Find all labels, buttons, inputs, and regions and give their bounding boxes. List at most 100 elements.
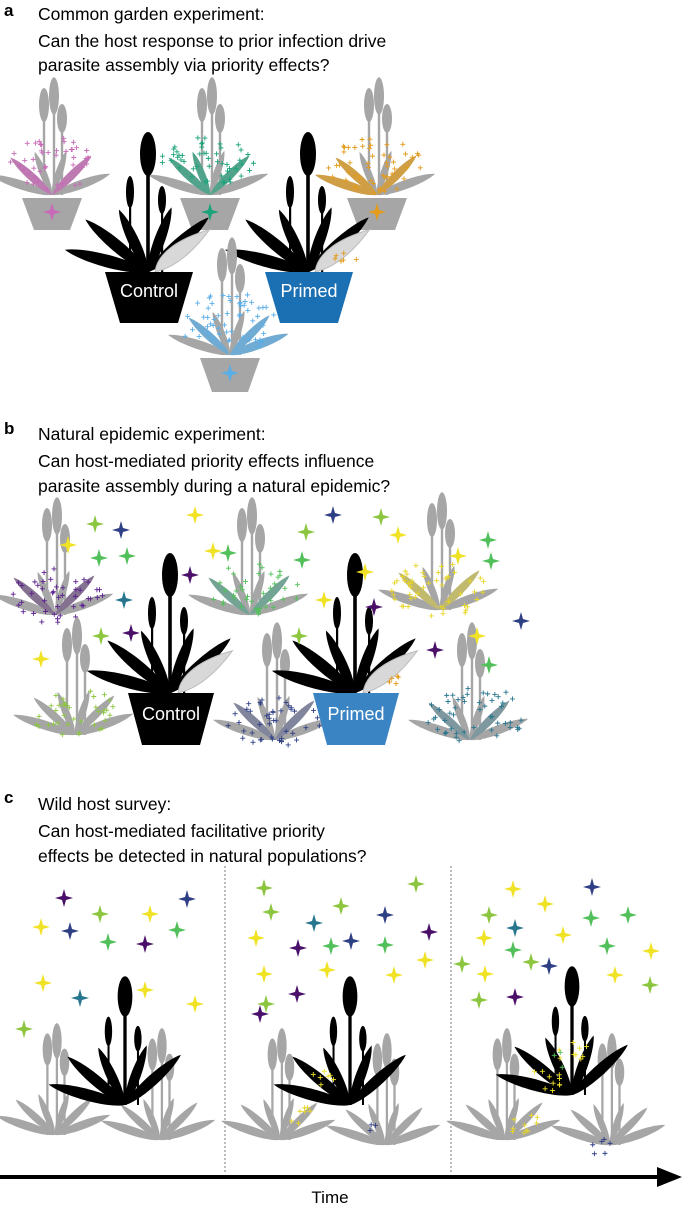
parasite-mark xyxy=(266,711,272,717)
parasite-mark xyxy=(434,578,440,584)
parasite-mark xyxy=(196,333,202,339)
parasite-mark xyxy=(93,704,99,710)
parasite-mark xyxy=(511,1117,517,1123)
parasite-mark xyxy=(285,742,291,748)
parasite-mark xyxy=(557,1055,563,1061)
parasite-mark xyxy=(37,169,43,175)
parasite-mark xyxy=(389,588,395,594)
parasite-mark xyxy=(102,717,108,723)
parasite-mark xyxy=(77,587,83,593)
parasite-mark xyxy=(205,155,211,161)
parasite-mark xyxy=(368,142,374,148)
parasite-mark xyxy=(45,722,51,728)
parasite-mark xyxy=(377,186,383,192)
parasite-mark xyxy=(77,181,83,187)
parasite-mark xyxy=(243,597,249,603)
parasite-mark xyxy=(507,725,513,731)
parasite-mark xyxy=(425,720,431,726)
parasite-mark xyxy=(172,144,178,150)
parasite-mark xyxy=(412,594,418,600)
parasite-mark xyxy=(15,580,21,586)
parasite-mark xyxy=(446,599,452,605)
parasite-mark xyxy=(438,604,444,610)
parasite-mark xyxy=(185,313,191,319)
parasite-mark xyxy=(210,336,216,342)
parasite-mark xyxy=(232,711,238,717)
parasite-mark xyxy=(202,135,208,141)
parasite-mark xyxy=(415,151,421,157)
parasite-mark xyxy=(303,725,309,731)
parasite-mark xyxy=(209,301,215,307)
parasite-mark xyxy=(381,152,387,158)
parasite-mark xyxy=(168,158,174,164)
parasite-mark xyxy=(35,179,41,185)
parasite-mark xyxy=(99,726,105,732)
parasite-mark xyxy=(96,587,102,593)
parasite-mark xyxy=(394,186,400,192)
parasite-mark xyxy=(59,592,65,598)
parasite-mark xyxy=(521,1130,527,1136)
parasite-mark xyxy=(59,181,65,187)
parasite-mark xyxy=(71,716,77,722)
parasite-mark xyxy=(367,1128,373,1134)
parasite-mark xyxy=(438,563,444,569)
time-axis: Time xyxy=(0,1167,682,1207)
parasite-mark xyxy=(201,314,207,320)
parasite-mark xyxy=(211,316,217,322)
parasite-mark xyxy=(263,604,269,610)
parasite-mark xyxy=(270,708,276,714)
parasite-mark xyxy=(404,165,410,171)
parasite-mark xyxy=(72,182,78,188)
parasite-mark xyxy=(476,700,482,706)
panel-c: c Wild host survey: Can host-mediated fa… xyxy=(0,788,682,1207)
parasite-mark xyxy=(534,1120,540,1126)
parasite-mark xyxy=(50,590,56,596)
timepoint-2 xyxy=(220,875,442,1149)
panel-b-letter: b xyxy=(4,419,14,438)
parasite-mark xyxy=(256,561,262,567)
parasite-mark xyxy=(352,184,358,190)
parasite-mark xyxy=(441,606,447,612)
parasite-mark xyxy=(220,599,226,605)
parasite-mark xyxy=(29,590,35,596)
parasite-mark xyxy=(87,596,93,602)
parasite-mark xyxy=(36,713,42,719)
parasite-mark xyxy=(51,721,57,727)
parasite-mark xyxy=(60,585,66,591)
parasite-mark xyxy=(390,159,396,165)
parasite-mark xyxy=(386,679,392,685)
parasite-mark xyxy=(78,718,84,724)
parasite-mark xyxy=(53,152,59,158)
parasite-mark xyxy=(205,305,211,311)
parasite-mark xyxy=(384,163,390,169)
parasite-mark xyxy=(226,293,232,299)
parasite-mark xyxy=(245,151,251,157)
parasite-mark xyxy=(195,135,201,141)
parasite-mark xyxy=(447,710,453,716)
parasite-mark xyxy=(551,1052,557,1058)
parasite-mark xyxy=(222,322,228,328)
parasite-mark xyxy=(353,256,359,262)
parasite-mark xyxy=(94,595,100,601)
parasite-mark xyxy=(236,313,242,319)
parasite-mark xyxy=(522,1122,528,1128)
parasite-mark xyxy=(352,145,358,151)
parasite-mark xyxy=(509,696,515,702)
primed-host-plant: Primed xyxy=(223,132,377,323)
parasite-mark xyxy=(41,598,47,604)
parasite-mark xyxy=(489,714,495,720)
parasite-mark xyxy=(48,576,54,582)
field-plant-cyan xyxy=(407,622,530,744)
parasite-mark xyxy=(232,595,238,601)
parasite-mark xyxy=(399,573,405,579)
parasite-mark xyxy=(83,155,89,161)
parasite-mark xyxy=(63,148,69,154)
parasite-mark xyxy=(204,324,210,330)
parasite-mark xyxy=(465,686,471,692)
parasite-mark xyxy=(370,153,375,159)
parasite-mark xyxy=(365,160,371,166)
parasite-mark xyxy=(64,703,70,709)
parasite-mark xyxy=(321,1068,327,1074)
parasite-mark xyxy=(259,565,265,571)
parasite-mark xyxy=(432,714,438,720)
